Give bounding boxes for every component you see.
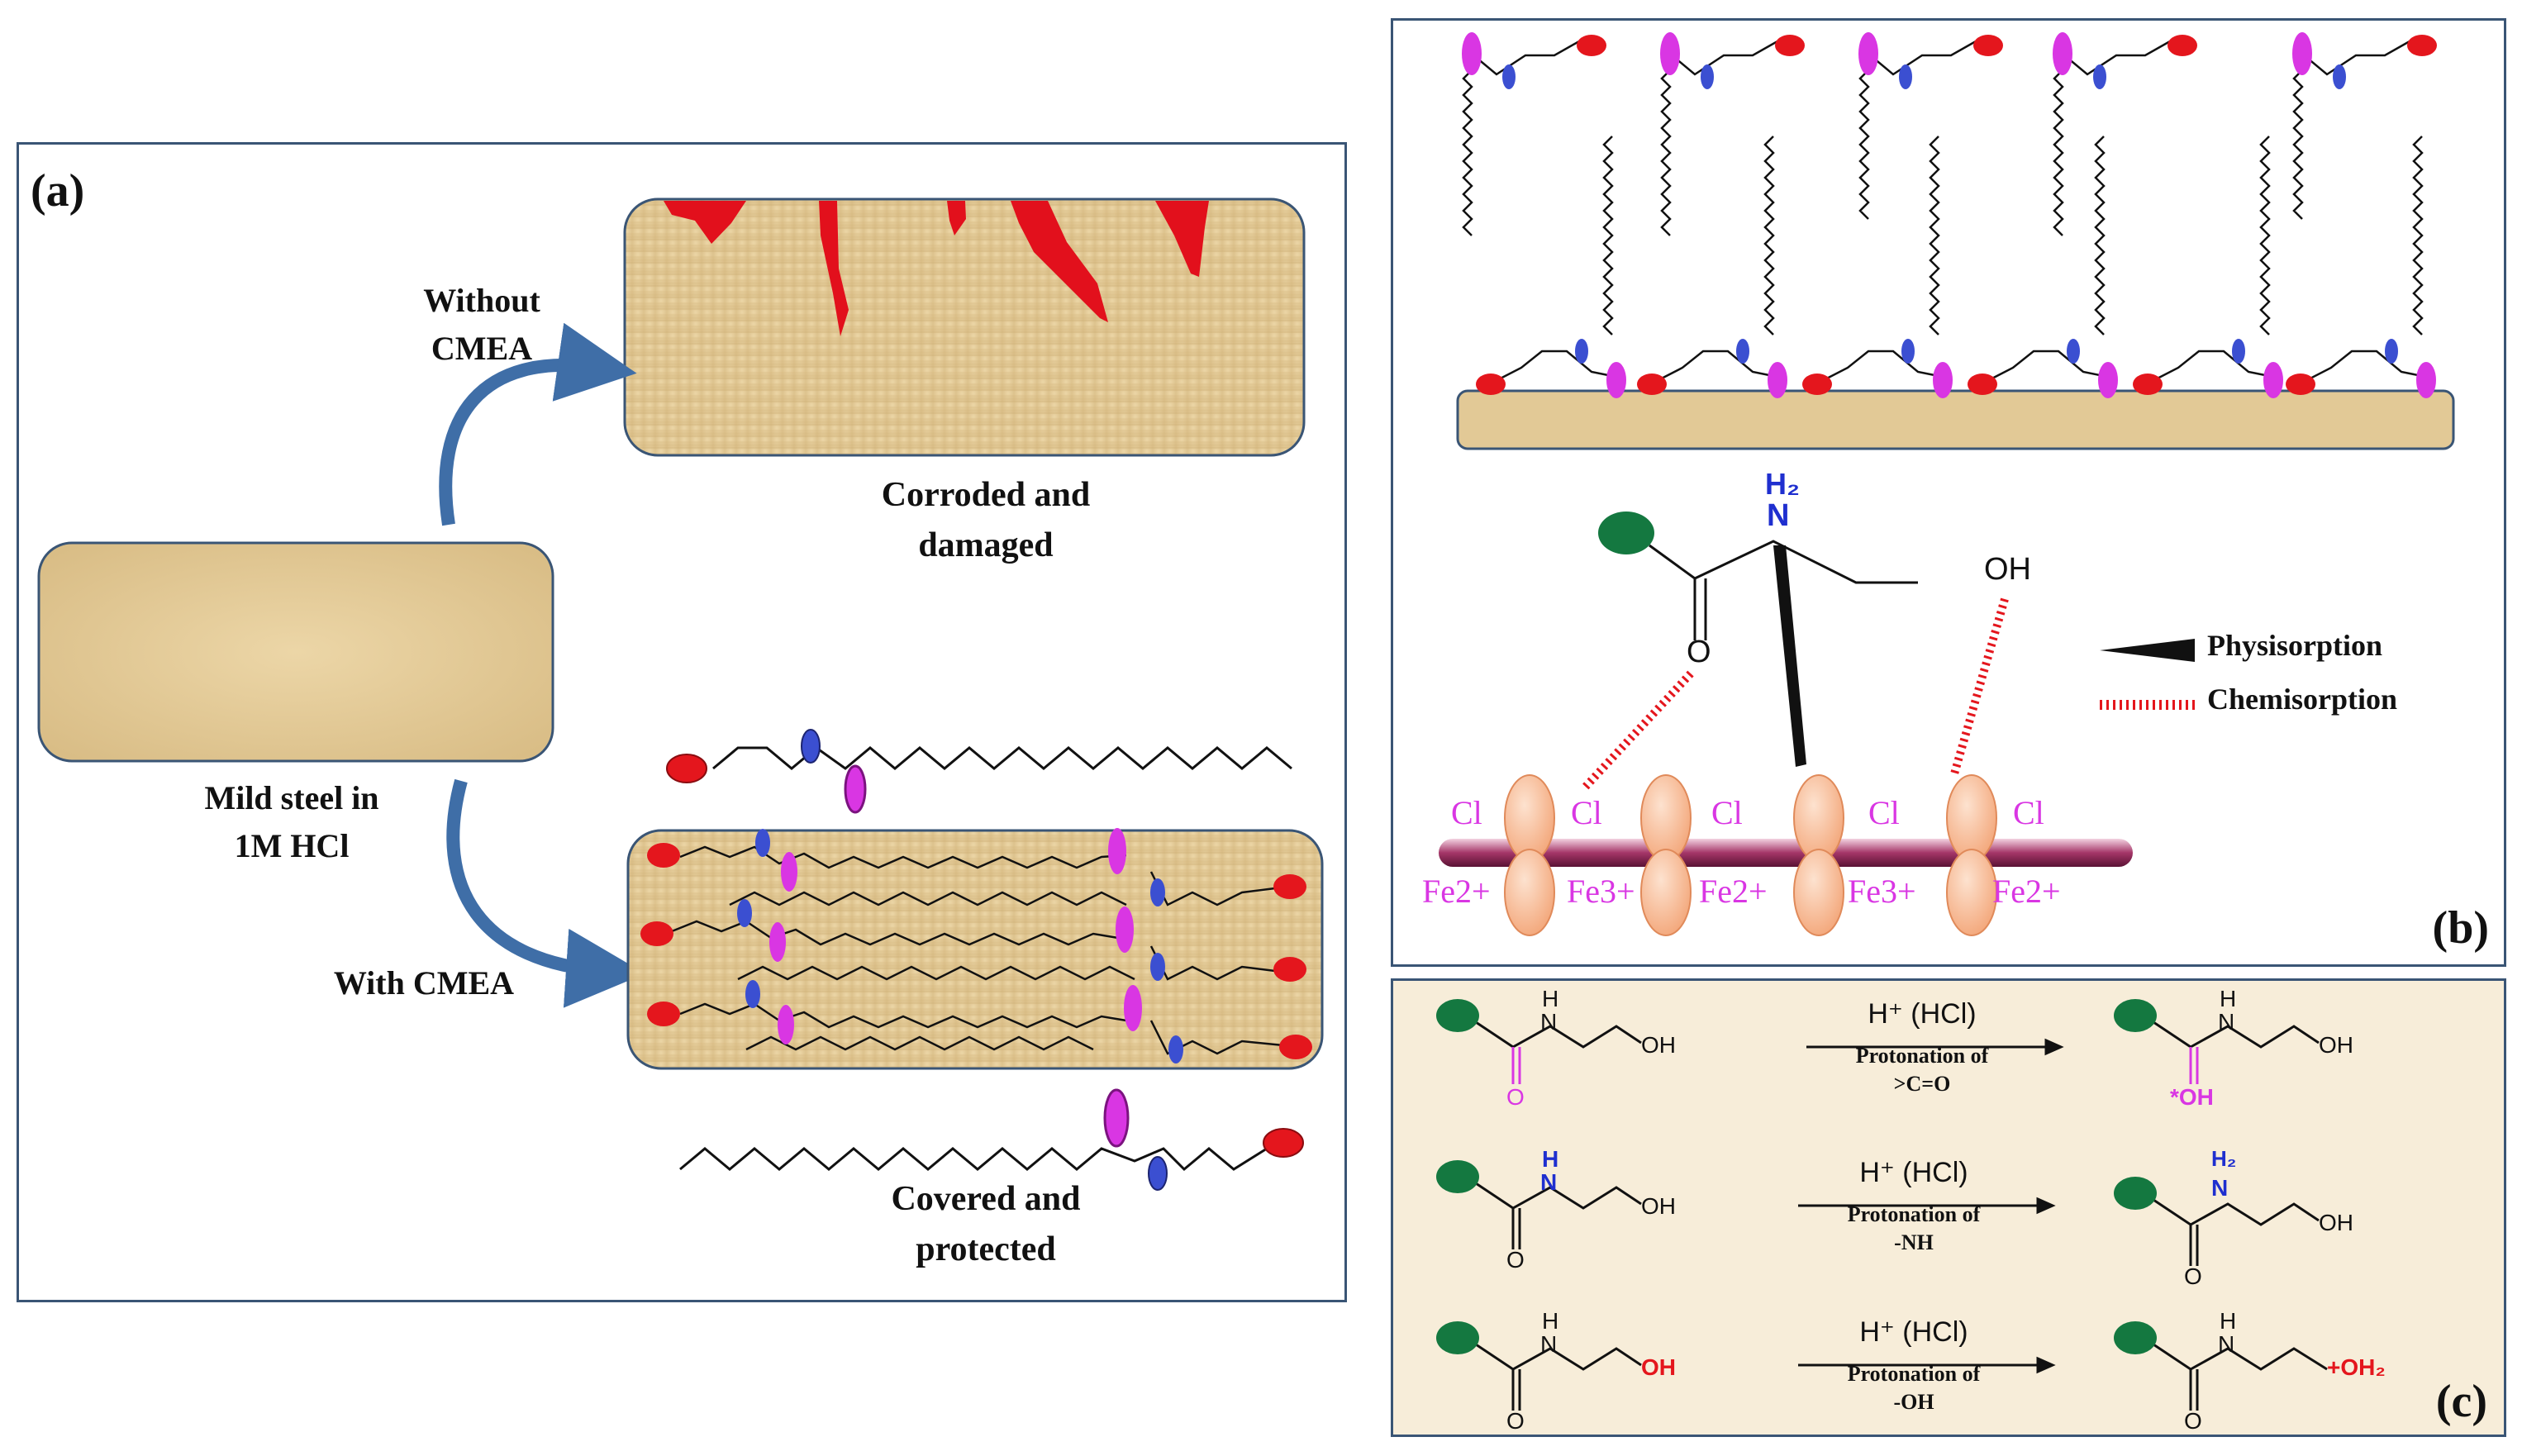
panel-b: (b) <box>1391 18 2506 967</box>
physisorption-wedge <box>1773 545 1806 767</box>
cmea-molecule-bottom <box>679 1147 1268 1172</box>
legend-physisorption: Physisorption <box>2207 629 2383 662</box>
mechanism-skeleton <box>1649 540 1918 640</box>
p3-n: N <box>2218 1331 2235 1357</box>
chloride-2: Cl <box>1571 794 1602 831</box>
steel-slab <box>1456 389 2455 450</box>
without-cmea-label: Without CMEA <box>423 282 540 367</box>
corroded-label: Corroded and damaged <box>881 476 1091 564</box>
corrosion-pits <box>664 201 1209 336</box>
panel-b-drawing <box>1439 32 2455 936</box>
standing-chains <box>1602 136 2424 335</box>
fe-ion-5: Fe2+ <box>1992 873 2061 910</box>
reaction-3-caption: Protonation of -OH <box>1847 1362 1981 1414</box>
r1-oh: OH <box>1641 1032 1676 1058</box>
protected-plate <box>626 829 1324 1070</box>
r1-n: N <box>1540 1009 1558 1035</box>
reaction-3-reagent: H⁺ (HCl) <box>1859 1316 1968 1348</box>
n-plus-label: N <box>1767 498 1790 533</box>
panel-a: (a) <box>17 142 1347 1302</box>
panel-c-drawing <box>1436 999 2328 1411</box>
p2-o: O <box>2184 1263 2202 1289</box>
cmea-molecule-top <box>712 746 1292 770</box>
fe-ion-3: Fe2+ <box>1699 873 1768 910</box>
adsorbed-chains <box>671 845 1284 1055</box>
protected-label: Covered and protected <box>891 1180 1081 1268</box>
chemisorption-bond-oh <box>1949 597 2009 778</box>
reaction-1: H⁺ (HCl) Protonation of >C=O <box>1782 997 2063 1098</box>
panel-a-label: (a) <box>31 165 85 216</box>
reaction-1-caption: Protonation of >C=O <box>1855 1044 1989 1096</box>
mild-steel-label: Mild steel in 1M HCl <box>204 779 379 864</box>
hanging-chains <box>1462 69 2304 236</box>
p2-n: N <box>2211 1175 2229 1201</box>
r3-o: O <box>1506 1408 1525 1434</box>
chloride-1: Cl <box>1451 794 1482 831</box>
p2-oh: OH <box>2319 1210 2353 1235</box>
panel-c-label: (c) <box>2435 1376 2487 1427</box>
d-orbitals <box>1504 774 1997 936</box>
r-group-ball <box>1598 512 1654 554</box>
r2-h: H <box>1542 1146 1559 1172</box>
p3-h: H <box>2220 1308 2237 1334</box>
reaction-2-reagent: H⁺ (HCl) <box>1859 1157 1968 1188</box>
legend-physisorption-mark <box>2100 639 2195 662</box>
reaction-2: H⁺ (HCl) Protonation of -NH <box>1773 1156 2054 1257</box>
r2-n: N <box>1540 1169 1558 1195</box>
p1-site: *OH <box>2170 1084 2214 1110</box>
panel-a-drawing <box>37 197 1324 1191</box>
top-heads <box>1462 32 2437 89</box>
arrow-without <box>439 322 637 526</box>
nh2-label: H₂ <box>1765 467 1800 501</box>
r3-h: H <box>1542 1308 1559 1334</box>
r2-o: O <box>1506 1247 1525 1273</box>
o-label: O <box>1687 635 1711 669</box>
p2-site: H₂ <box>2211 1146 2237 1171</box>
reaction-3: H⁺ (HCl) Protonation of -OH <box>1773 1316 2054 1416</box>
p1-h: H <box>2220 986 2237 1011</box>
reaction-1-reagent: H⁺ (HCl) <box>1868 998 1977 1030</box>
fe-ion-2: Fe3+ <box>1567 873 1635 910</box>
panel-c: (c) <box>1391 978 2506 1437</box>
r3-n: N <box>1540 1331 1558 1357</box>
surface-heads <box>1476 339 2436 398</box>
chemisorption-bond-o <box>1580 670 1694 792</box>
top-head-groups <box>1471 40 2410 76</box>
p1-n: N <box>2218 1009 2235 1035</box>
chloride-5: Cl <box>2013 794 2044 831</box>
with-cmea-label: With CMEA <box>333 964 515 1002</box>
p3-site: +OH₂ <box>2327 1354 2386 1380</box>
fe-ion-4: Fe3+ <box>1848 873 1916 910</box>
adsorbed-groups <box>640 828 1312 1063</box>
r1-o: O <box>1506 1084 1525 1110</box>
panel-b-label: (b) <box>2432 902 2489 954</box>
r2-oh: OH <box>1641 1193 1676 1219</box>
chloride-4: Cl <box>1868 794 1900 831</box>
fe-ion-1: Fe2+ <box>1422 873 1491 910</box>
chloride-3: Cl <box>1711 794 1743 831</box>
r1-h: H <box>1542 986 1559 1011</box>
arrow-with <box>446 778 645 1008</box>
p1-oh: OH <box>2319 1032 2353 1058</box>
oh-label: OH <box>1984 552 2031 587</box>
reaction-2-caption: Protonation of -NH <box>1847 1202 1981 1254</box>
mild-steel-plate <box>37 541 554 763</box>
r3-oh: OH <box>1641 1354 1676 1380</box>
legend-chemisorption: Chemisorption <box>2207 683 2398 716</box>
surface-head-groups <box>1492 350 2423 384</box>
p3-o: O <box>2184 1408 2202 1434</box>
green-r-groups <box>1436 999 2157 1354</box>
